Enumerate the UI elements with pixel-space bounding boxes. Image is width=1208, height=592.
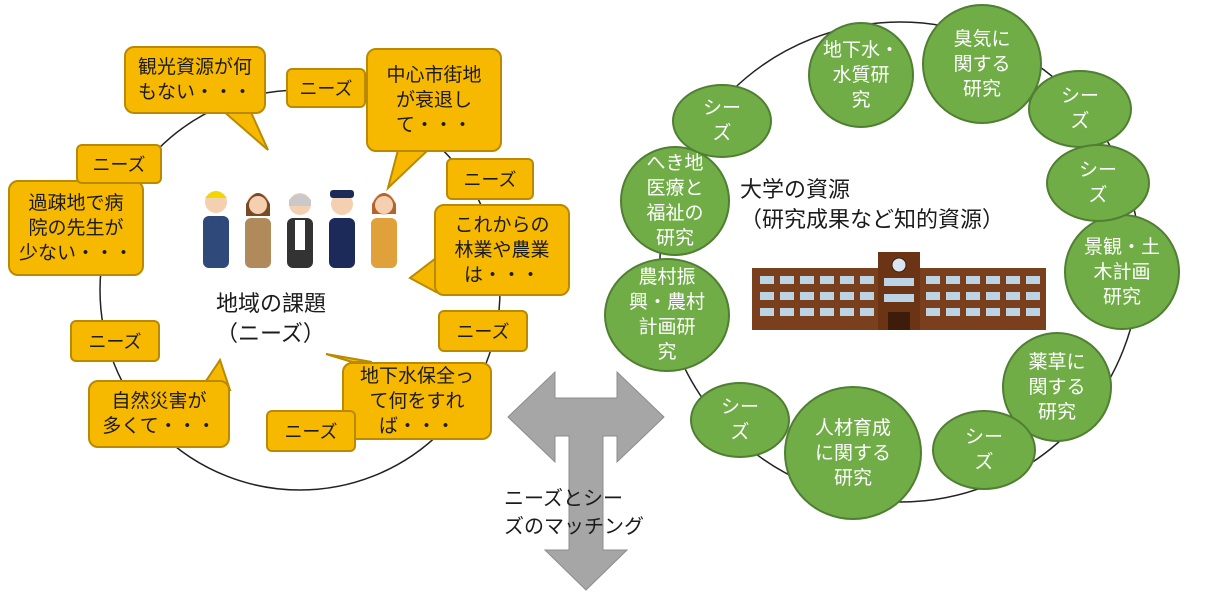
needs-tag: ニーズ xyxy=(438,310,528,352)
needs-tag: ニーズ xyxy=(446,158,534,200)
people-illustration-icon xyxy=(203,190,397,268)
need-bubble-disaster: 自然災害が 多くて・・・ xyxy=(88,380,230,448)
seeds-tag: シー ズ xyxy=(1046,144,1150,222)
need-bubble-groundwater: 地下水保全っ て何をすれ ば・・・ xyxy=(342,362,492,440)
research-circle-landscape: 景観・土 木計画 研究 xyxy=(1064,214,1180,330)
research-circle-rural-planning: 農村振 興・農村 計画研 究 xyxy=(604,258,730,372)
matching-arrow-icon xyxy=(507,370,665,591)
seeds-tag: シー ズ xyxy=(1028,70,1132,148)
research-circle-rural-medicine: へき地 医療と 福祉の 研究 xyxy=(620,146,730,256)
needs-tag: ニーズ xyxy=(76,144,162,184)
need-bubble-downtown: 中心市街地 が衰退し て・・・ xyxy=(366,48,502,152)
needs-tag: ニーズ xyxy=(266,410,356,452)
needs-tag: ニーズ xyxy=(70,320,160,362)
research-circle-herbs: 薬草に 関する 研究 xyxy=(1002,332,1112,442)
research-circle-groundwater: 地下水・ 水質研 究 xyxy=(808,22,914,128)
matching-label: ニーズとシー ズのマッチング xyxy=(504,486,644,538)
research-circle-odor: 臭気に 関する 研究 xyxy=(922,4,1042,124)
research-circle-hr: 人材育成 に関する 研究 xyxy=(784,386,922,520)
need-bubble-tourism: 観光資源が何 もない・・・ xyxy=(124,46,266,114)
need-bubble-forestry: これからの 林業や農業 は・・・ xyxy=(434,204,570,296)
seeds-tag: シー ズ xyxy=(690,382,790,458)
needs-tag: ニーズ xyxy=(286,68,366,108)
seeds-tag: シー ズ xyxy=(932,410,1036,490)
seeds-tag: シー ズ xyxy=(672,84,772,158)
university-building-icon xyxy=(752,252,1046,330)
needs-title: 地域の課題 （ニーズ） xyxy=(216,292,327,347)
need-bubble-doctors: 過疎地で病 院の先生が 少ない・・・ xyxy=(8,180,144,276)
seeds-title: 大学の資源 （研究成果など知的資源） xyxy=(740,178,1005,233)
